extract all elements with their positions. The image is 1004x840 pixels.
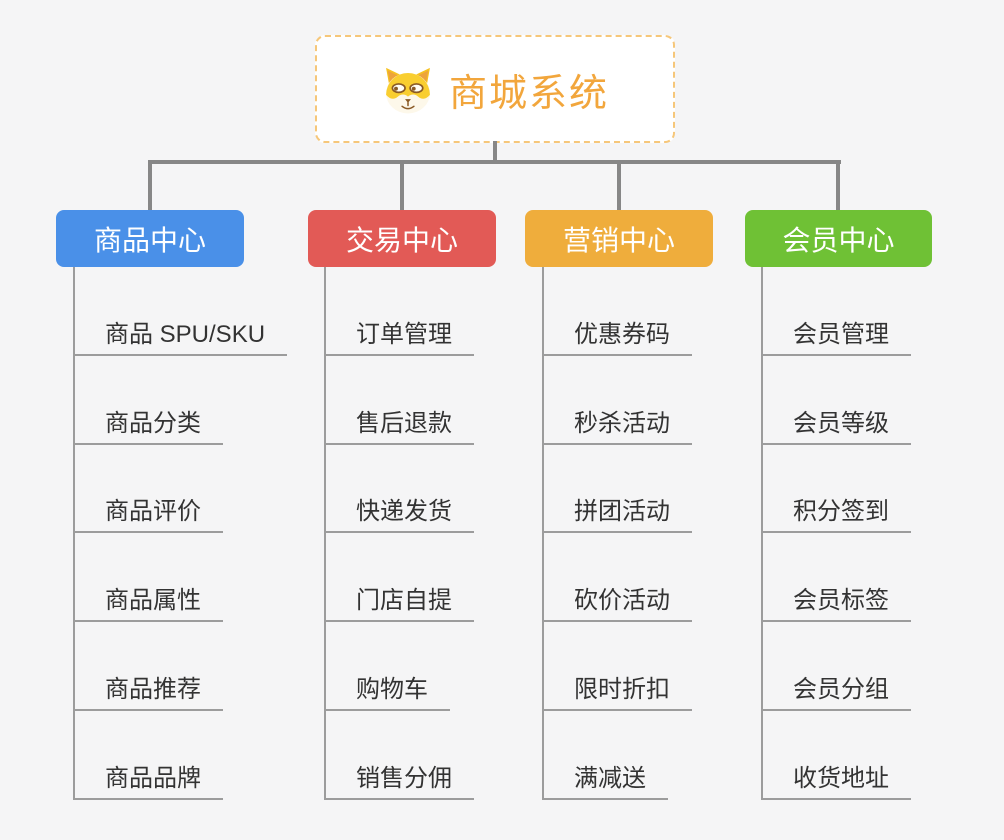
leaf-node[interactable]: 满减送 xyxy=(544,711,692,800)
leaf-label: 会员等级 xyxy=(763,411,911,445)
leaf-node[interactable]: 商品分类 xyxy=(75,356,287,445)
leaf-node[interactable]: 限时折扣 xyxy=(544,622,692,711)
leaf-label: 商品属性 xyxy=(75,589,223,623)
connector-main-horizontal xyxy=(148,160,841,164)
connector-drop-3 xyxy=(617,162,621,210)
leaf-node[interactable]: 商品 SPU/SKU xyxy=(75,267,288,356)
leaf-node[interactable]: 收货地址 xyxy=(763,711,911,800)
leaf-node[interactable]: 会员标签 xyxy=(763,533,911,623)
connector-drop-1 xyxy=(148,162,152,210)
leaf-node[interactable]: 积分签到 xyxy=(763,445,911,534)
leaf-label: 优惠券码 xyxy=(544,322,692,356)
leaf-column-trade: 订单管理 售后退款 快递发货 门店自提 购物车 销售分佣 xyxy=(324,267,474,800)
leaf-label: 秒杀活动 xyxy=(544,411,692,445)
leaf-label: 订单管理 xyxy=(326,322,474,356)
leaf-label: 拼团活动 xyxy=(544,500,692,534)
leaf-label: 满减送 xyxy=(544,766,668,800)
leaf-label: 积分签到 xyxy=(763,500,911,534)
leaf-node[interactable]: 商品属性 xyxy=(75,533,287,623)
leaf-label: 销售分佣 xyxy=(326,766,474,800)
leaf-node[interactable]: 拼团活动 xyxy=(544,445,692,534)
branch-box-members[interactable]: 会员中心 xyxy=(745,210,932,267)
root-title: 商城系统 xyxy=(448,72,609,115)
leaf-node[interactable]: 门店自提 xyxy=(326,533,474,623)
connector-drop-4 xyxy=(836,162,840,210)
branch-label: 交易中心 xyxy=(345,224,458,256)
leaf-label: 商品评价 xyxy=(75,500,223,534)
root-node[interactable]: 商城系统 xyxy=(315,35,675,143)
leaf-label: 收货地址 xyxy=(763,766,911,800)
leaf-node[interactable]: 销售分佣 xyxy=(326,711,474,800)
leaf-label: 商品分类 xyxy=(75,411,223,445)
leaf-label: 商品品牌 xyxy=(75,766,223,800)
leaf-label: 限时折扣 xyxy=(544,677,692,711)
leaf-label: 会员标签 xyxy=(763,589,911,623)
leaf-node[interactable]: 会员管理 xyxy=(763,267,911,356)
leaf-label: 会员分组 xyxy=(763,677,911,711)
leaf-label: 购物车 xyxy=(326,677,450,711)
leaf-label: 会员管理 xyxy=(763,322,911,356)
branch-box-trade[interactable]: 交易中心 xyxy=(308,210,496,267)
leaf-node[interactable]: 会员分组 xyxy=(763,622,911,711)
leaf-label: 商品推荐 xyxy=(75,677,223,711)
leaf-label: 快递发货 xyxy=(326,500,474,534)
leaf-column-marketing: 优惠券码 秒杀活动 拼团活动 砍价活动 限时折扣 满减送 xyxy=(542,267,692,800)
leaf-column-members: 会员管理 会员等级 积分签到 会员标签 会员分组 收货地址 xyxy=(761,267,911,800)
leaf-node[interactable]: 砍价活动 xyxy=(544,533,692,623)
leaf-node[interactable]: 商品评价 xyxy=(75,445,287,534)
leaf-label: 门店自提 xyxy=(326,589,474,623)
leaf-label: 售后退款 xyxy=(326,411,474,445)
leaf-node[interactable]: 商品推荐 xyxy=(75,622,287,711)
branch-box-products[interactable]: 商品中心 xyxy=(56,210,244,267)
leaf-node[interactable]: 商品品牌 xyxy=(75,711,287,800)
leaf-node[interactable]: 快递发货 xyxy=(326,445,474,534)
leaf-node[interactable]: 售后退款 xyxy=(326,356,474,445)
leaf-column-products: 商品 SPU/SKU 商品分类 商品评价 商品属性 商品推荐 商品品牌 xyxy=(73,267,288,800)
connector-root-stem xyxy=(493,141,497,162)
branch-box-marketing[interactable]: 营销中心 xyxy=(525,210,713,267)
leaf-label: 砍价活动 xyxy=(544,589,692,623)
leaf-label: 商品 SPU/SKU xyxy=(75,322,288,356)
leaf-node[interactable]: 订单管理 xyxy=(326,267,474,356)
leaf-node[interactable]: 会员等级 xyxy=(763,356,911,445)
branch-label: 营销中心 xyxy=(562,224,675,256)
branch-label: 会员中心 xyxy=(782,224,895,256)
connector-drop-2 xyxy=(400,162,404,210)
leaf-node[interactable]: 购物车 xyxy=(326,622,474,711)
leaf-node[interactable]: 秒杀活动 xyxy=(544,356,692,445)
branch-label: 商品中心 xyxy=(93,224,206,256)
dog-face-icon xyxy=(381,63,435,115)
leaf-node[interactable]: 优惠券码 xyxy=(544,267,692,356)
